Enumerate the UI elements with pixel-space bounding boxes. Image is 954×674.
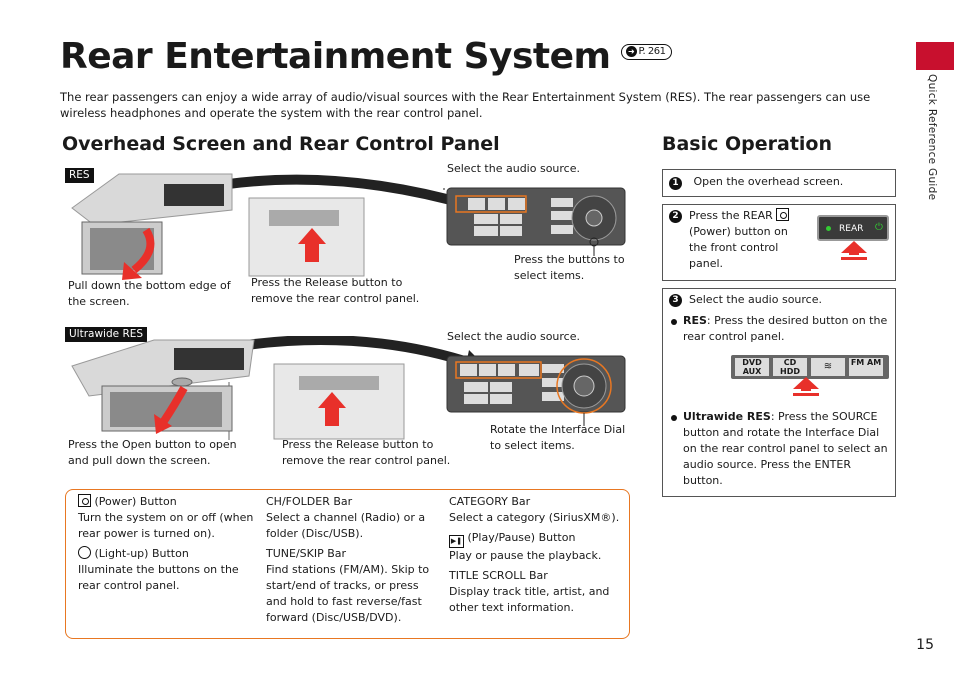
power-icon: ⏻ [875, 222, 883, 233]
uw-source-highlight [455, 361, 542, 379]
uw-caption-select: Select the audio source. [447, 330, 580, 343]
power-icon [78, 494, 91, 507]
legend-item-title: CH/FOLDER Bar [266, 495, 353, 508]
legend-item-desc: Play or pause the playback. [449, 549, 602, 562]
uw-release-arrow [318, 392, 346, 426]
res-instruction: RES: Press the desired button on the rea… [683, 313, 888, 345]
fm-am-button[interactable]: FM AM [849, 358, 883, 376]
title-text: Rear Entertainment System [60, 36, 611, 77]
section-heading-basic-operation: Basic Operation [662, 133, 833, 155]
pull-arrow-head [122, 262, 142, 280]
release-panel [269, 210, 339, 226]
res-unit-panel [164, 184, 224, 206]
res-illustration [71, 173, 626, 280]
res-caption-release: Press the Release button to remove the r… [251, 276, 420, 305]
step-number: 3 [669, 294, 682, 307]
legend-item-desc: Turn the system on or off (when rear pow… [78, 511, 254, 540]
section-tab[interactable] [916, 42, 954, 70]
power-icon [776, 208, 790, 221]
uw-pull-arrow [160, 386, 188, 424]
legend-item-title: CATEGORY Bar [449, 495, 531, 508]
step-text: Select the audio source. [689, 293, 822, 306]
legend-item-title: TUNE/SKIP Bar [266, 547, 347, 560]
uw-label: Ultrawide RES [683, 410, 771, 423]
legend-item-desc: Display track title, artist, and other t… [449, 585, 610, 614]
rear-button-label: REAR [839, 224, 864, 234]
uw-instruction-text: : Press the SOURCE button and rotate the… [683, 410, 888, 487]
uw-caption-release: Press the Release button to remove the r… [282, 438, 451, 467]
legend-col3: CATEGORY Bar Select a category (SiriusXM… [449, 494, 624, 616]
legend-col1: (Power) Button Turn the system on or off… [78, 494, 263, 594]
open-button [171, 377, 193, 387]
legend-item-title: (Power) Button [94, 495, 177, 508]
uw-release-panel [299, 376, 379, 390]
res-tag: RES [65, 168, 94, 183]
step-text: Press the REAR (Power) button on the fro… [689, 208, 807, 272]
legend-item-title: (Light-up) Button [94, 547, 189, 560]
step-text: Open the overhead screen. [693, 175, 844, 188]
legend-item-desc: Illuminate the buttons on the rear contr… [78, 563, 239, 592]
uw-caption-open: Press the Open button to open and pull d… [68, 438, 237, 467]
legend-item-title: TITLE SCROLL Bar [449, 569, 548, 582]
uw-instruction: Ultrawide RES: Press the SOURCE button a… [683, 409, 888, 489]
intro-paragraph: The rear passengers can enjoy a wide arr… [60, 90, 871, 120]
source-button-row: DVD AUX CD HDD ≋ FM AM [731, 355, 889, 379]
step-number: 1 [669, 177, 682, 190]
res-caption-select: Select the audio source. [447, 162, 580, 175]
legend-item: (Light-up) Button [78, 546, 263, 562]
page-ref-text: P. 261 [638, 46, 666, 57]
release-arrow [298, 228, 326, 262]
uw-pull-arrow-head [154, 414, 172, 434]
legend-item-desc: Find stations (FM/AM). Skip to start/end… [266, 563, 430, 624]
res-instruction-text: : Press the desired button on the rear c… [683, 314, 888, 343]
light-up-icon [78, 546, 91, 559]
ultrawide-tag: Ultrawide RES [65, 327, 148, 342]
page-ref-link[interactable]: ➜P. 261 [620, 44, 673, 60]
ultrawide-illustration [71, 336, 626, 440]
section-heading-overhead: Overhead Screen and Rear Control Panel [62, 133, 500, 155]
button-legend: (Power) Button Turn the system on or off… [65, 489, 630, 639]
uw-caption-dial: Rotate the Interface Dial to select item… [490, 423, 626, 452]
bullet [671, 319, 677, 325]
dvd-aux-button[interactable]: DVD AUX [735, 358, 769, 376]
page-title: Rear Entertainment System ➜P. 261 [60, 36, 673, 77]
step-3: 3 Select the audio source. RES: Press th… [662, 288, 896, 497]
pull-arrow [131, 227, 155, 274]
step-text-b: (Power) button on the front control pane… [689, 225, 788, 270]
legend-item-desc: Select a channel (Radio) or a folder (Di… [266, 511, 426, 540]
cd-hdd-button[interactable]: CD HDD [773, 358, 807, 376]
legend-item-title: (Play/Pause) Button [467, 531, 576, 544]
satellite-icon: ≋ [823, 361, 833, 372]
legend-col2: CH/FOLDER Bar Select a channel (Radio) o… [266, 494, 436, 626]
arrow-icon: ➜ [625, 46, 637, 57]
side-label: Quick Reference Guide [926, 74, 938, 201]
press-arrow-icon [793, 377, 819, 396]
legend-item: ▶❚ (Play/Pause) Button [449, 530, 624, 548]
play-pause-icon: ▶❚ [449, 535, 464, 548]
uw-unit-panel [174, 348, 244, 370]
legend-item: (Power) Button [78, 494, 263, 510]
res-label: RES [683, 314, 707, 327]
res-caption-buttons: Press the buttons to select items. [514, 253, 625, 282]
rear-power-button[interactable]: REAR ⏻ [817, 215, 889, 241]
uw-curve-arrow [238, 336, 476, 369]
bullet [671, 415, 677, 421]
press-arrow-icon [841, 241, 867, 260]
satellite-button[interactable]: ≋ [811, 358, 845, 376]
step-1: 1 Open the overhead screen. [662, 169, 896, 197]
step-text-a: Press the REAR [689, 209, 773, 222]
source-buttons-highlight [455, 195, 527, 213]
legend-item-desc: Select a category (SiriusXM®). [449, 511, 620, 524]
step-number: 2 [669, 210, 682, 223]
indicator-light [826, 226, 831, 231]
step-2: 2 Press the REAR (Power) button on the f… [662, 204, 896, 281]
res-caption-pull: Pull down the bottom edge of the screen. [68, 279, 231, 308]
page-number: 15 [916, 637, 934, 653]
